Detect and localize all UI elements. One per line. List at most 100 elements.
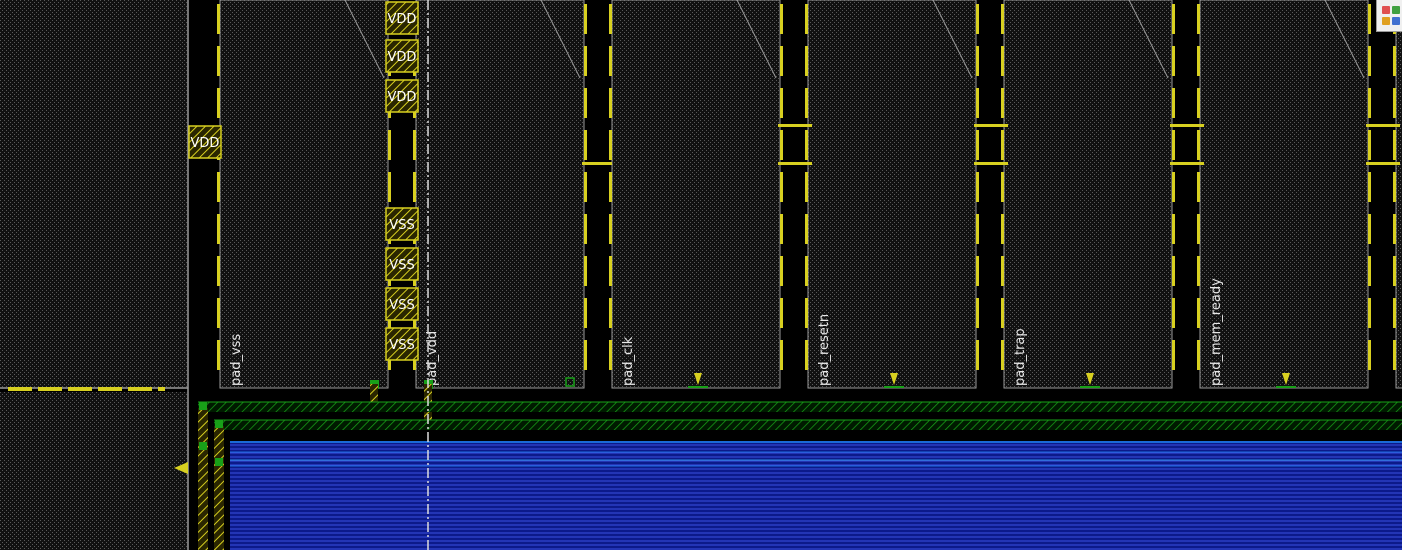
- pin-stub: [217, 214, 220, 244]
- pin-stub: [976, 214, 979, 244]
- pin-stub: [1393, 298, 1396, 328]
- svg-text:VSS: VSS: [389, 338, 414, 353]
- pad-name-label: pad_trap: [1013, 328, 1028, 386]
- power-label: VDD: [385, 1, 419, 35]
- layer-toolbar[interactable]: [1376, 0, 1402, 32]
- pin-stub: [976, 256, 979, 286]
- pin-stub: [1172, 4, 1175, 34]
- pin-stub: [217, 256, 220, 286]
- pad-name-label: pad_mem_ready: [1209, 278, 1224, 386]
- pin-stub: [1001, 88, 1004, 118]
- pin-stub: [1197, 256, 1200, 286]
- pin-stub: [1368, 46, 1371, 76]
- power-label: VSS: [385, 207, 419, 241]
- pin-stub: [1172, 130, 1175, 160]
- pin-stub: [780, 88, 783, 118]
- pad-name-label: pad_vdd: [425, 331, 440, 386]
- pin-stub: [609, 130, 612, 160]
- pin-stub: [976, 172, 979, 202]
- pin-marker: [1282, 373, 1290, 385]
- pin-stub: [1001, 46, 1004, 76]
- power-label: VDD: [385, 39, 419, 73]
- pin-stub: [1368, 298, 1371, 328]
- pin-stub: [584, 46, 587, 76]
- layers-icon[interactable]: [1377, 0, 1402, 32]
- pad-cell[interactable]: pad_vdd: [413, 0, 587, 389]
- pin-stub: [780, 130, 783, 160]
- pin-stub: [1393, 340, 1396, 370]
- pin-stub: [217, 46, 220, 76]
- pin-stub: [1393, 46, 1396, 76]
- pin-stub: [1001, 340, 1004, 370]
- pin-stub: [1197, 46, 1200, 76]
- pin-stub: [1001, 214, 1004, 244]
- pin-stub: [584, 214, 587, 244]
- pin-stub: [1172, 340, 1175, 370]
- pin-stub: [780, 340, 783, 370]
- pin-stub: [805, 214, 808, 244]
- pin-marker: [1086, 373, 1094, 385]
- pin-stub: [584, 88, 587, 118]
- pin-stub: [1172, 256, 1175, 286]
- pin-stub: [217, 298, 220, 328]
- power-label: VSS: [385, 287, 419, 321]
- pin-stub: [217, 340, 220, 370]
- pin-stub: [1197, 88, 1200, 118]
- pad-cell[interactable]: pad_mem_ready: [1197, 0, 1371, 389]
- pin-stub: [1393, 256, 1396, 286]
- pad-name-label: pad_clk: [621, 336, 636, 386]
- pin-stub: [805, 88, 808, 118]
- pin-marker: [694, 373, 702, 385]
- pin-stub: [780, 214, 783, 244]
- pin-stub: [805, 298, 808, 328]
- pin-stub: [388, 172, 391, 202]
- pin-stub: [217, 88, 220, 118]
- pin-stub: [584, 130, 587, 160]
- svg-text:VDD: VDD: [388, 12, 417, 27]
- svg-text:VSS: VSS: [389, 298, 414, 313]
- pin-marker: [890, 373, 898, 385]
- pin-stub: [609, 256, 612, 286]
- pin-stub: [1001, 4, 1004, 34]
- pad-name-label: pad_vss: [229, 334, 244, 386]
- pin-stub: [1393, 214, 1396, 244]
- pad-cells: pad_vss pad_vdd pad_clk pad_resetn pad_trap p…: [217, 0, 1402, 422]
- pin-stub: [1368, 256, 1371, 286]
- pad-cell[interactable]: pad_vss: [217, 0, 391, 389]
- pin-stub: [1393, 88, 1396, 118]
- power-label: VSS: [385, 247, 419, 281]
- pin-stub: [609, 4, 612, 34]
- pin-stub: [584, 340, 587, 370]
- pad-cell[interactable]: pad_trap: [1001, 0, 1175, 389]
- pin-stub: [1368, 172, 1371, 202]
- pad-cell[interactable]: pad_resetn: [805, 0, 979, 389]
- pin-stub: [1197, 298, 1200, 328]
- pin-stub: [780, 172, 783, 202]
- svg-text:VSS: VSS: [389, 258, 414, 273]
- core-routing: [174, 401, 1402, 550]
- pin-stub: [1001, 298, 1004, 328]
- pin-stub: [1368, 340, 1371, 370]
- pin-stub: [584, 256, 587, 286]
- pin-stub: [780, 46, 783, 76]
- pin-stub: [584, 4, 587, 34]
- pin-stub: [609, 172, 612, 202]
- pin-stub: [1197, 340, 1200, 370]
- pin-stub: [805, 340, 808, 370]
- pin-stub: [1197, 214, 1200, 244]
- pin-stub: [1197, 4, 1200, 34]
- pin-stub: [976, 130, 979, 160]
- pin-stub: [1001, 172, 1004, 202]
- pin-stub: [1368, 88, 1371, 118]
- pin-stub: [217, 172, 220, 202]
- pad-cell[interactable]: pad_clk: [609, 0, 783, 389]
- pin-stub: [976, 46, 979, 76]
- pin-stub: [1172, 46, 1175, 76]
- pin-stub: [1197, 172, 1200, 202]
- pin-stub: [1172, 214, 1175, 244]
- corner-cell: [0, 0, 189, 550]
- pin-stub: [413, 130, 416, 160]
- pin-stub: [1172, 298, 1175, 328]
